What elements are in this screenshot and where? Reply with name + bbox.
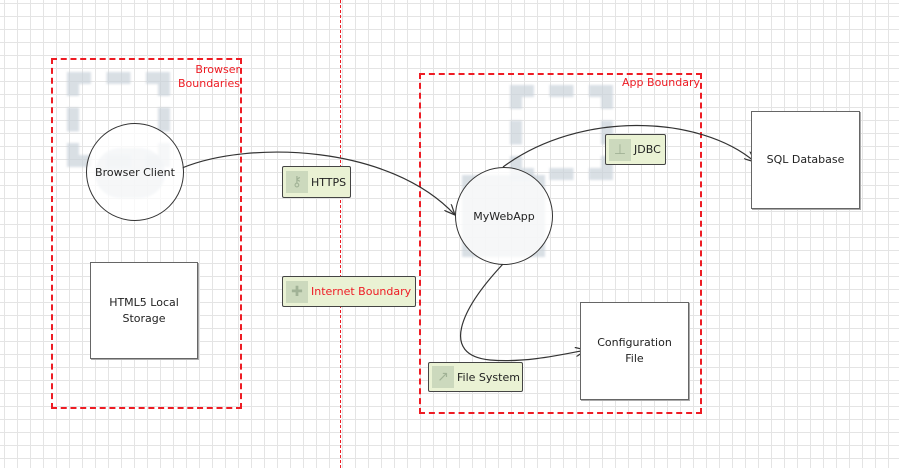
browser-boundary[interactable]: [51, 58, 242, 409]
browser-boundary-label: Browser Boundaries: [160, 63, 240, 91]
sql-database-label: SQL Database: [766, 153, 845, 166]
file-system-label: File System: [457, 370, 520, 384]
browser-boundary-label-line1: Browser: [195, 63, 240, 76]
flow-label-https[interactable]: ⚷ HTTPS: [282, 166, 351, 198]
flow-https[interactable]: [181, 151, 455, 215]
browser-boundary-label-line2: Boundaries: [177, 77, 240, 90]
flow-label-file-system[interactable]: ↗ File System: [428, 362, 523, 392]
flow-label-jdbc[interactable]: ⊥ JDBC: [605, 134, 666, 165]
internet-boundary-line[interactable]: [340, 0, 341, 468]
mywebapp-label: MyWebApp: [473, 209, 535, 223]
process-browser-client[interactable]: Browser Client: [86, 123, 184, 221]
store-configuration-file[interactable]: Configuration File: [580, 302, 689, 400]
store-html5-local-storage[interactable]: HTML5 Local Storage: [90, 262, 198, 359]
html5-storage-label-line1: HTML5 Local: [109, 295, 179, 309]
https-label: HTTPS: [311, 175, 347, 189]
flow-jdbc[interactable]: [502, 125, 755, 168]
hierarchy-icon: ⊥: [609, 138, 631, 161]
app-boundary-label: App Boundary: [622, 76, 700, 89]
config-file-label-line1: Configuration: [597, 336, 672, 349]
app-boundary[interactable]: [419, 73, 702, 414]
jdbc-label: JDBC: [634, 143, 661, 156]
internet-boundary-tag[interactable]: ✚ Internet Boundary: [282, 276, 416, 307]
config-file-label-line2: File: [625, 352, 644, 365]
browser-client-label: Browser Client: [95, 165, 175, 179]
store-sql-database[interactable]: SQL Database: [751, 111, 860, 209]
internet-boundary-label: Internet Boundary: [311, 285, 412, 298]
flow-file-system[interactable]: [460, 263, 586, 362]
process-mywebapp[interactable]: MyWebApp: [455, 167, 553, 265]
key-icon: ⚷: [286, 171, 308, 193]
puzzle-icon: ✚: [286, 280, 308, 303]
html5-storage-label-line2: Storage: [122, 311, 166, 325]
external-link-icon: ↗: [432, 366, 454, 388]
